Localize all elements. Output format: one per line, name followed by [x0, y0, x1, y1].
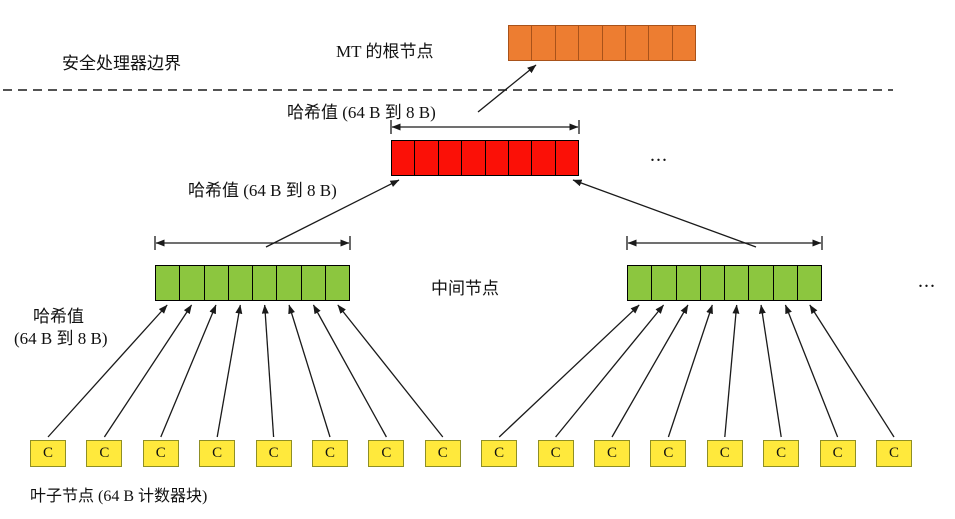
leaf-hash-arrow	[261, 304, 275, 438]
leaf-counter-block: C	[650, 440, 687, 467]
leaf-counter-block: C	[819, 440, 856, 467]
ellipsis-green-level: ...	[918, 270, 936, 292]
node-segment	[203, 266, 228, 300]
leaf-hash-arrow	[809, 304, 895, 438]
leaf-hash-arrow	[103, 304, 193, 438]
node-segment	[554, 141, 578, 175]
intermediate-node-left	[155, 265, 350, 301]
node-segment	[628, 266, 651, 300]
leaf-counter-block: C	[594, 440, 630, 467]
node-segment	[156, 266, 179, 300]
leaf-hash-arrow	[288, 304, 331, 438]
node-segment	[531, 141, 554, 175]
leaf-counter-block: C	[30, 440, 66, 467]
leaf-hash-arrow	[160, 304, 217, 438]
node-segment	[531, 26, 554, 60]
leaf-hash-arrow	[555, 304, 665, 438]
node-segment	[624, 26, 648, 60]
leaf-counter-block: C	[424, 440, 461, 467]
node-segment	[651, 266, 675, 300]
node-segment	[509, 26, 531, 60]
leaf-counter-block: C	[481, 440, 518, 467]
mt-root-label: MT 的根节点	[336, 42, 434, 61]
leaf-counter-block: C	[763, 440, 800, 467]
node-segment	[507, 141, 531, 175]
leaf-counter-block: C	[312, 440, 348, 467]
leaf-counter-block: C	[368, 440, 405, 467]
node-segment	[675, 266, 700, 300]
leaf-counter-block: C	[199, 440, 236, 467]
node-segment	[699, 266, 724, 300]
leaf-counter-block: C	[537, 440, 574, 467]
leaf-counter-block: C	[86, 440, 123, 467]
node-segment	[578, 26, 601, 60]
leaf-hash-arrow	[216, 304, 243, 438]
leaf-hash-arrow	[312, 304, 387, 438]
node-segment	[179, 266, 203, 300]
node-segment	[601, 26, 625, 60]
leaf-counter-block: C	[706, 440, 743, 467]
leaf-counter-block: C	[255, 440, 292, 467]
node-segment	[461, 141, 484, 175]
hash-left-label-line1: 哈希值	[33, 307, 84, 326]
node-segment	[796, 266, 821, 300]
node-segment	[414, 141, 437, 175]
leaf-hash-arrow	[758, 304, 782, 438]
node-segment	[252, 266, 276, 300]
node-segment	[772, 266, 797, 300]
upper-intermediate-node	[391, 140, 579, 176]
node-segment	[437, 141, 461, 175]
hash-arrow-right-green-to-red	[572, 179, 757, 248]
leaf-counter-block: C	[876, 440, 912, 467]
hash-arrow-to-root	[477, 64, 537, 113]
hash-mid-label: 哈希值 (64 B 到 8 B)	[188, 181, 337, 200]
intermediate-nodes-label: 中间节点	[431, 279, 499, 298]
leaf-hash-arrow	[337, 304, 444, 438]
leaf-hash-arrow	[784, 304, 839, 438]
mt-root-node	[508, 25, 696, 61]
node-segment	[276, 266, 300, 300]
leaf-hash-arrow	[611, 304, 689, 438]
leaf-hash-arrow	[667, 304, 713, 438]
node-segment	[648, 26, 671, 60]
node-segment	[484, 141, 508, 175]
node-segment	[724, 266, 748, 300]
leaf-hash-arrow	[724, 304, 740, 438]
node-segment	[671, 26, 695, 60]
node-segment	[300, 266, 325, 300]
secure-processor-boundary-label: 安全处理器边界	[62, 54, 181, 73]
node-segment	[748, 266, 772, 300]
node-segment	[227, 266, 252, 300]
hash-left-label-line2: (64 B 到 8 B)	[14, 329, 108, 348]
leaf-nodes-label: 叶子节点 (64 B 计数器块)	[30, 488, 208, 505]
node-segment	[554, 26, 578, 60]
intermediate-node-right	[627, 265, 822, 301]
hash-root-label: 哈希值 (64 B 到 8 B)	[287, 103, 436, 122]
leaf-counter-block: C	[142, 440, 179, 467]
leaf-hash-arrow	[498, 304, 640, 438]
node-segment	[324, 266, 349, 300]
ellipsis-red-level: ...	[650, 144, 668, 166]
node-segment	[392, 141, 414, 175]
